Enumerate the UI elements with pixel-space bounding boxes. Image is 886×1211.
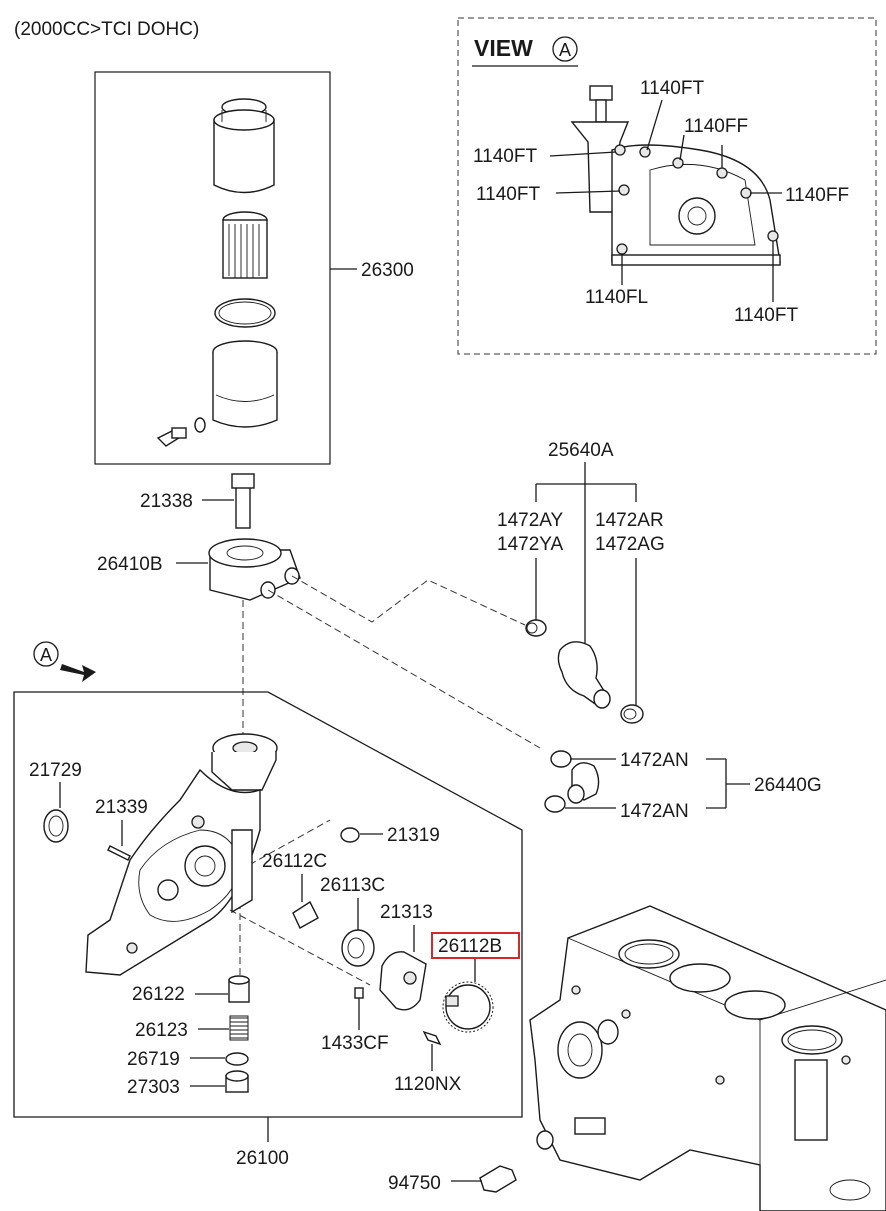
label-21729: 21729 [29,760,82,781]
label-21313: 21313 [380,902,433,923]
label-26100: 26100 [236,1148,289,1169]
label-26112C: 26112C [262,851,327,872]
label-26113C: 26113C [320,875,385,896]
label-21338: 21338 [140,491,193,512]
label-1472AN-bottom: 1472AN [620,801,689,822]
label-25640A: 25640A [548,440,614,461]
label-1472AN-top: 1472AN [620,750,689,771]
oil-pump-body [85,733,278,976]
label-21319: 21319 [387,825,440,846]
oil-pump-assembly-frame: 26100 [13,691,523,1169]
hose-clamps-group: 25640A 1472AY 1472YA 1472AR 1472AG 1472A… [497,440,822,822]
label-1120NX: 1120NX [394,1074,462,1095]
view-label-1140FT-a: 1140FT [640,78,704,99]
view-label-1140FL: 1140FL [585,287,648,308]
engine-block [529,905,886,1211]
label-1472AR: 1472AR [595,510,664,531]
gear-26112B [442,958,494,1033]
label-1472AY: 1472AY [497,510,564,531]
view-label-1140FT-d: 1140FT [734,305,798,326]
label-26122: 26122 [132,984,185,1005]
oil-filter-assembly-box: 26300 [94,71,414,465]
label-1472YA: 1472YA [497,534,564,555]
view-a-inset: VIEW A 1140FT 1140FF [457,17,877,355]
view-a-arrow: A [33,641,96,682]
label-26300: 26300 [361,260,414,281]
arrow-marker-letter: A [40,645,52,665]
view-label-1140FF-a: 1140FF [684,116,748,137]
view-label-1140FT-c: 1140FT [476,184,540,205]
label-1472AG: 1472AG [595,534,665,555]
pump-rear-view [570,85,781,266]
label-27303: 27303 [127,1077,180,1098]
view-label-1140FF-b: 1140FF [785,185,849,206]
label-26410B: 26410B [97,554,163,575]
label-26440G: 26440G [754,775,822,796]
label-26719: 26719 [127,1049,180,1070]
label-26123: 26123 [135,1020,188,1041]
label-1433CF: 1433CF [321,1033,389,1054]
view-label-1140FT-b: 1140FT [473,146,537,167]
label-94750: 94750 [388,1173,441,1194]
highlight-box-26112B [431,932,520,959]
view-title: VIEW [474,35,533,61]
label-26112B: 26112B [438,936,502,957]
engine-spec-label: (2000CC>TCI DOHC) [14,19,199,40]
oil-cooler-group: 21338 26410B [97,473,301,601]
view-letter: A [559,40,571,60]
label-21339: 21339 [95,797,148,818]
